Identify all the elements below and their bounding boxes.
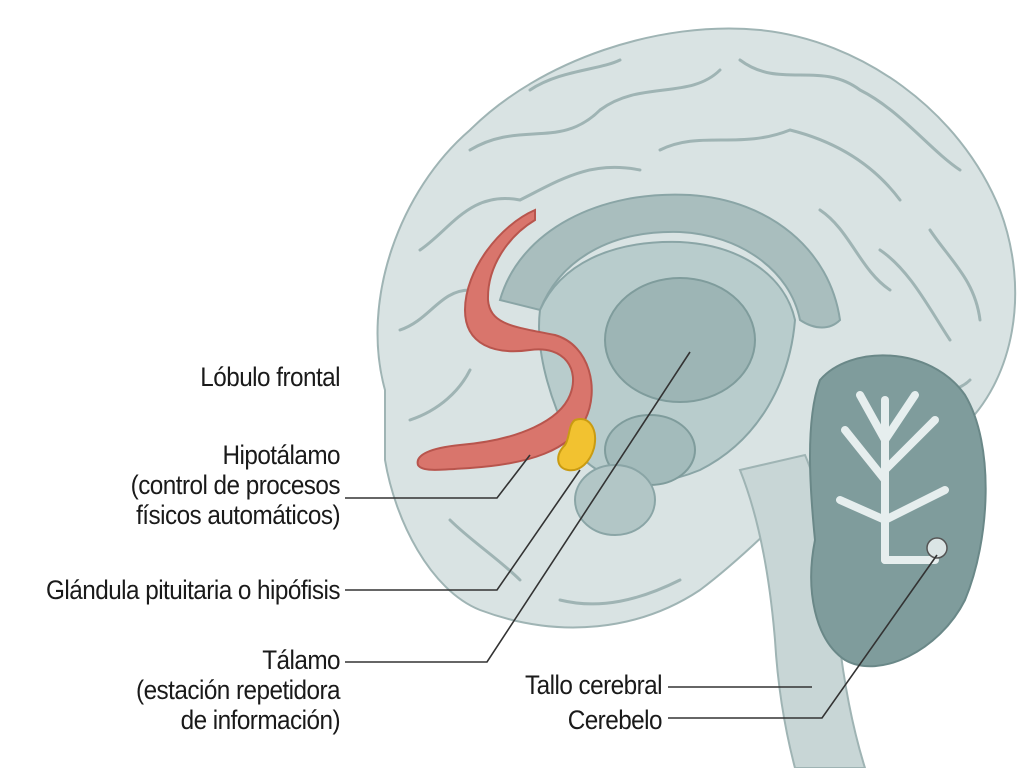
hypothalamus-leader (345, 454, 531, 499)
corpus-callosum (498, 193, 842, 329)
thalamus-leader (345, 351, 691, 663)
arbor-vitae (836, 391, 949, 564)
label-hypothalamus: Hipotálamo (control de procesos físicos … (130, 440, 341, 530)
leader-lines (345, 351, 938, 719)
temporal-structure (574, 464, 656, 536)
pituitary-structure (557, 418, 596, 472)
label-brainstem: Tallo cerebral (525, 670, 663, 700)
label-cerebellum: Cerebelo (567, 705, 663, 735)
label-pituitary: Glándula pituitaria o hipófisis (46, 575, 340, 605)
cerebellum-leader (668, 554, 938, 719)
thalamus-region (604, 277, 756, 403)
label-frontal-lobe: Lóbulo frontal (200, 362, 340, 392)
pituitary-leader (345, 469, 581, 591)
cerebellum-nucleus (926, 537, 948, 559)
label-thalamus: Tálamo (estación repetidora de informaci… (136, 645, 341, 735)
hypothalamus-structure (416, 208, 593, 471)
